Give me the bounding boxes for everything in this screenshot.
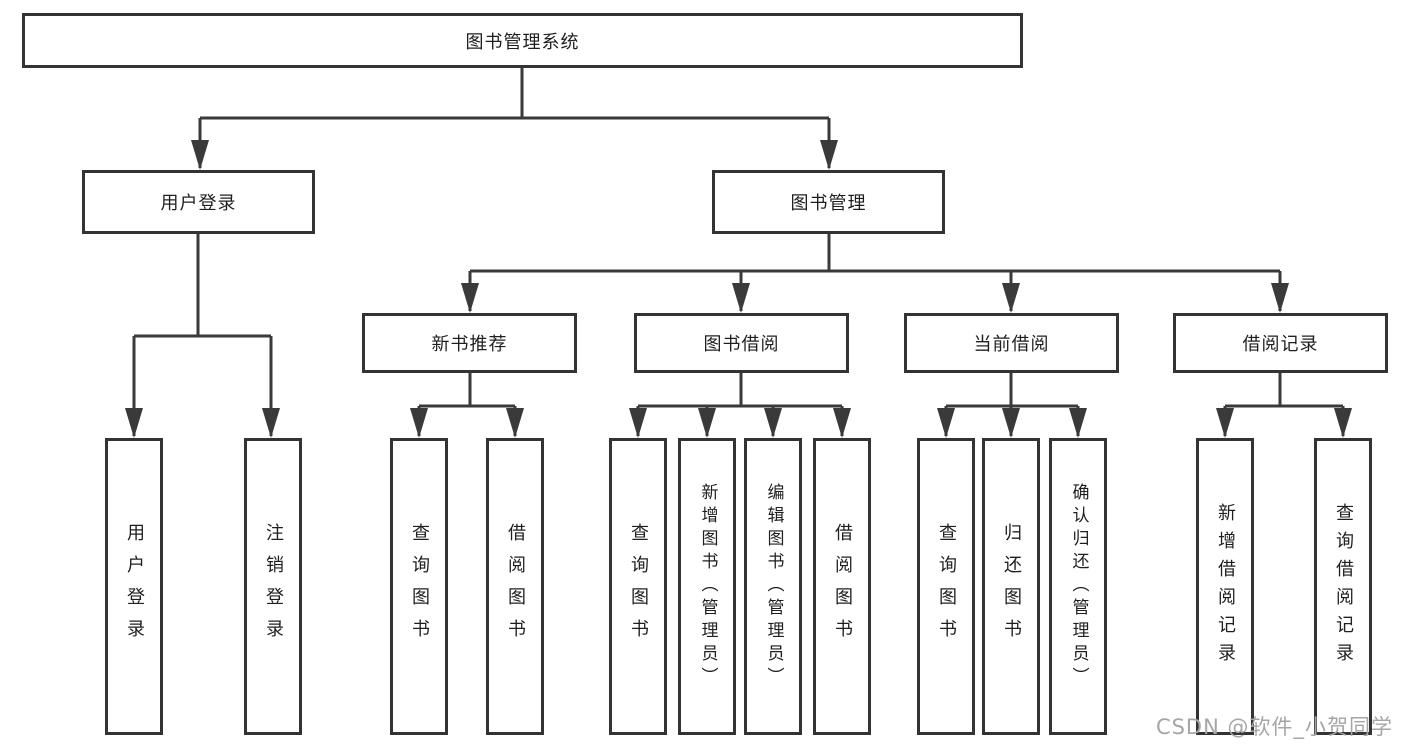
leaf-logout: 注销登录 — [244, 438, 302, 735]
node-borrow-record: 借阅记录 — [1173, 313, 1388, 373]
leaf-borrow-borrow-label: 借阅图书 — [832, 522, 853, 651]
node-new-book-label: 新书推荐 — [431, 334, 508, 355]
leaf-borrow-add-label: 新增图书（管理员） — [697, 483, 718, 690]
leaf-current-query-label: 查询图书 — [936, 522, 957, 651]
leaf-current-return: 归还图书 — [982, 438, 1040, 735]
node-user-login-label: 用户登录 — [160, 193, 237, 214]
node-book-borrow-label: 图书借阅 — [703, 334, 780, 355]
leaf-current-query: 查询图书 — [917, 438, 975, 735]
leaf-borrow-add: 新增图书（管理员） — [678, 438, 736, 735]
node-new-book: 新书推荐 — [362, 313, 577, 373]
leaf-newbook-query: 查询图书 — [390, 438, 448, 735]
leaf-borrow-query-label: 查询图书 — [628, 522, 649, 651]
node-book-mgmt-label: 图书管理 — [790, 193, 867, 214]
node-user-login: 用户登录 — [82, 170, 315, 234]
leaf-record-add-label: 新增借阅记录 — [1215, 502, 1236, 671]
leaf-borrow-edit: 编辑图书（管理员） — [744, 438, 802, 735]
node-current-borrow-label: 当前借阅 — [973, 334, 1050, 355]
leaf-current-confirm-label: 确认归还（管理员） — [1068, 483, 1089, 690]
leaf-record-add: 新增借阅记录 — [1196, 438, 1254, 735]
node-book-mgmt: 图书管理 — [712, 170, 945, 234]
leaf-borrow-edit-label: 编辑图书（管理员） — [763, 483, 784, 690]
csdn-watermark: CSDN @软件_小贺同学 — [1155, 715, 1393, 739]
leaf-borrow-query: 查询图书 — [609, 438, 667, 735]
leaf-user-login: 用户登录 — [105, 438, 163, 735]
leaf-newbook-query-label: 查询图书 — [409, 522, 430, 651]
leaf-newbook-borrow: 借阅图书 — [486, 438, 544, 735]
leaf-record-query: 查询借阅记录 — [1314, 438, 1372, 735]
node-book-borrow: 图书借阅 — [634, 313, 849, 373]
leaf-logout-label: 注销登录 — [263, 522, 284, 651]
leaf-record-query-label: 查询借阅记录 — [1333, 502, 1354, 671]
leaf-borrow-borrow: 借阅图书 — [813, 438, 871, 735]
leaf-user-login-label: 用户登录 — [124, 522, 145, 651]
leaf-newbook-borrow-label: 借阅图书 — [505, 522, 526, 651]
leaf-current-confirm: 确认归还（管理员） — [1049, 438, 1107, 735]
node-root: 图书管理系统 — [22, 13, 1023, 68]
node-borrow-record-label: 借阅记录 — [1242, 334, 1319, 355]
arrowheads — [125, 140, 1352, 438]
leaf-current-return-label: 归还图书 — [1001, 522, 1022, 651]
node-root-label: 图书管理系统 — [465, 31, 580, 53]
node-current-borrow: 当前借阅 — [904, 313, 1119, 373]
